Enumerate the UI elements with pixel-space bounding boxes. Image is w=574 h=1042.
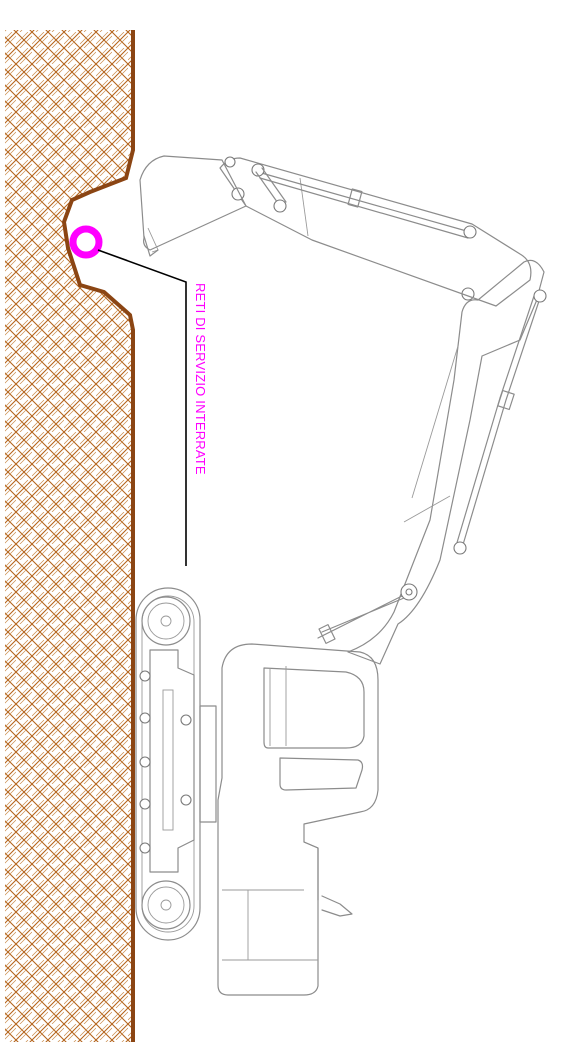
- soil-fill: [5, 30, 133, 1042]
- callout-leader-line: [97, 249, 187, 566]
- callout-label: RETI DI SERVIZIO INTERRATE: [193, 283, 208, 475]
- soil-edge: [61, 30, 135, 1042]
- utility-pipe-icon: [69, 225, 103, 259]
- bucket: [139, 155, 247, 257]
- excavator: [135, 155, 547, 996]
- track-assembly: [135, 587, 201, 941]
- slew-ring: [199, 705, 217, 823]
- soil-section: [5, 30, 135, 1042]
- boom: [317, 259, 547, 665]
- upper-body: [217, 643, 379, 996]
- arm: [219, 156, 532, 307]
